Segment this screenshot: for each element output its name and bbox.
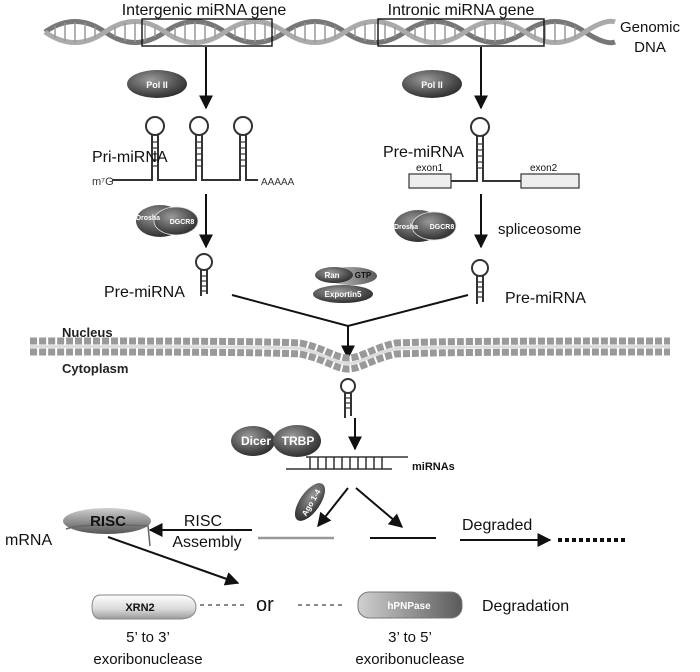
genomic-dna-label-line1: Genomic	[620, 19, 681, 36]
dicer-trbp-complex: Dicer TRBP	[231, 425, 321, 457]
arrow-guide-strand	[317, 487, 349, 528]
exon2-label: exon2	[530, 163, 558, 174]
xrn2-enzyme: XRN2	[91, 594, 197, 620]
pre-mirna-left-hairpin	[195, 253, 213, 296]
dicer-label: Dicer	[241, 434, 271, 448]
polya-tail-label: AAAAA	[261, 177, 295, 188]
nucleus-label: Nucleus	[62, 325, 113, 340]
pol-ii-right-enzyme: Pol II	[402, 70, 462, 98]
mirnas-label: miRNAs	[412, 461, 455, 473]
pri-mirna-label: Pri-miRNA	[92, 149, 168, 166]
drosha-left-label: Drosha	[136, 215, 160, 222]
pre-mirna-cytoplasm-hairpin	[340, 378, 356, 418]
hpnpase-enzyme: hPNPase	[357, 591, 463, 619]
dgcr8-right-label: DGCR8	[430, 224, 455, 231]
or-label: or	[256, 594, 274, 616]
exon1-label: exon1	[416, 163, 444, 174]
pre-mirna-right-hairpin	[471, 259, 489, 304]
ran-exportin5-complex: Ran GTP Exportin5	[313, 267, 377, 303]
mrna-label: mRNA	[5, 532, 52, 549]
pri-mirna-structure	[112, 116, 258, 181]
pol-ii-right-label: Pol II	[421, 80, 443, 90]
intronic-gene-label: Intronic miRNA gene	[388, 2, 535, 19]
intergenic-gene-label: Intergenic miRNA gene	[122, 2, 287, 19]
pol-ii-left-label: Pol II	[146, 80, 168, 90]
degraded-label: Degraded	[462, 517, 532, 534]
hpnpase-direction: 3’ to 5’	[388, 629, 432, 646]
cytoplasm-label: Cytoplasm	[62, 361, 128, 376]
hpnpase-label: hPNPase	[387, 601, 431, 612]
intergenic-gene-box	[141, 18, 273, 47]
ran-label: Ran	[324, 271, 339, 280]
trbp-label: TRBP	[282, 434, 315, 448]
pre-mirna-left-label: Pre-miRNA	[104, 284, 185, 301]
drosha-dgcr8-right-complex: Drosha DGCR8	[394, 210, 457, 242]
gtp-label: GTP	[355, 271, 372, 280]
risc-assembly-label-2: Assembly	[172, 534, 241, 551]
m7g-cap-label: m⁷G	[92, 176, 114, 188]
nuclear-membrane	[29, 337, 671, 373]
xrn2-type: exoribonuclease	[93, 651, 202, 668]
arrow-passenger-strand	[355, 487, 404, 528]
pre-mirna-right-label: Pre-miRNA	[505, 290, 586, 307]
exportin5-label: Exportin5	[325, 290, 362, 299]
pre-mirna-intronic-label: Pre-miRNA	[383, 144, 464, 161]
pol-ii-left-enzyme: Pol II	[127, 70, 187, 98]
hpnpase-type: exoribonuclease	[355, 651, 464, 668]
drosha-right-label: Drosha	[394, 224, 418, 231]
drosha-dgcr8-left-complex: Drosha DGCR8	[136, 205, 199, 237]
risc-complex: RISC	[63, 508, 151, 547]
risc-label: RISC	[90, 513, 126, 530]
xrn2-direction: 5’ to 3’	[126, 629, 170, 646]
mirna-duplex	[286, 456, 408, 470]
risc-assembly-label-1: RISC	[184, 513, 222, 530]
intronic-gene-box	[377, 18, 545, 47]
genomic-dna-label-line2: DNA	[634, 39, 666, 56]
degradation-label: Degradation	[482, 598, 569, 615]
arrow-risc-to-degradation	[107, 536, 240, 586]
genomic-dna-helix	[43, 18, 616, 47]
xrn2-label: XRN2	[125, 602, 154, 614]
spliceosome-label: spliceosome	[498, 221, 581, 238]
dgcr8-left-label: DGCR8	[170, 219, 195, 226]
intronic-pre-mirna-structure	[408, 117, 580, 189]
